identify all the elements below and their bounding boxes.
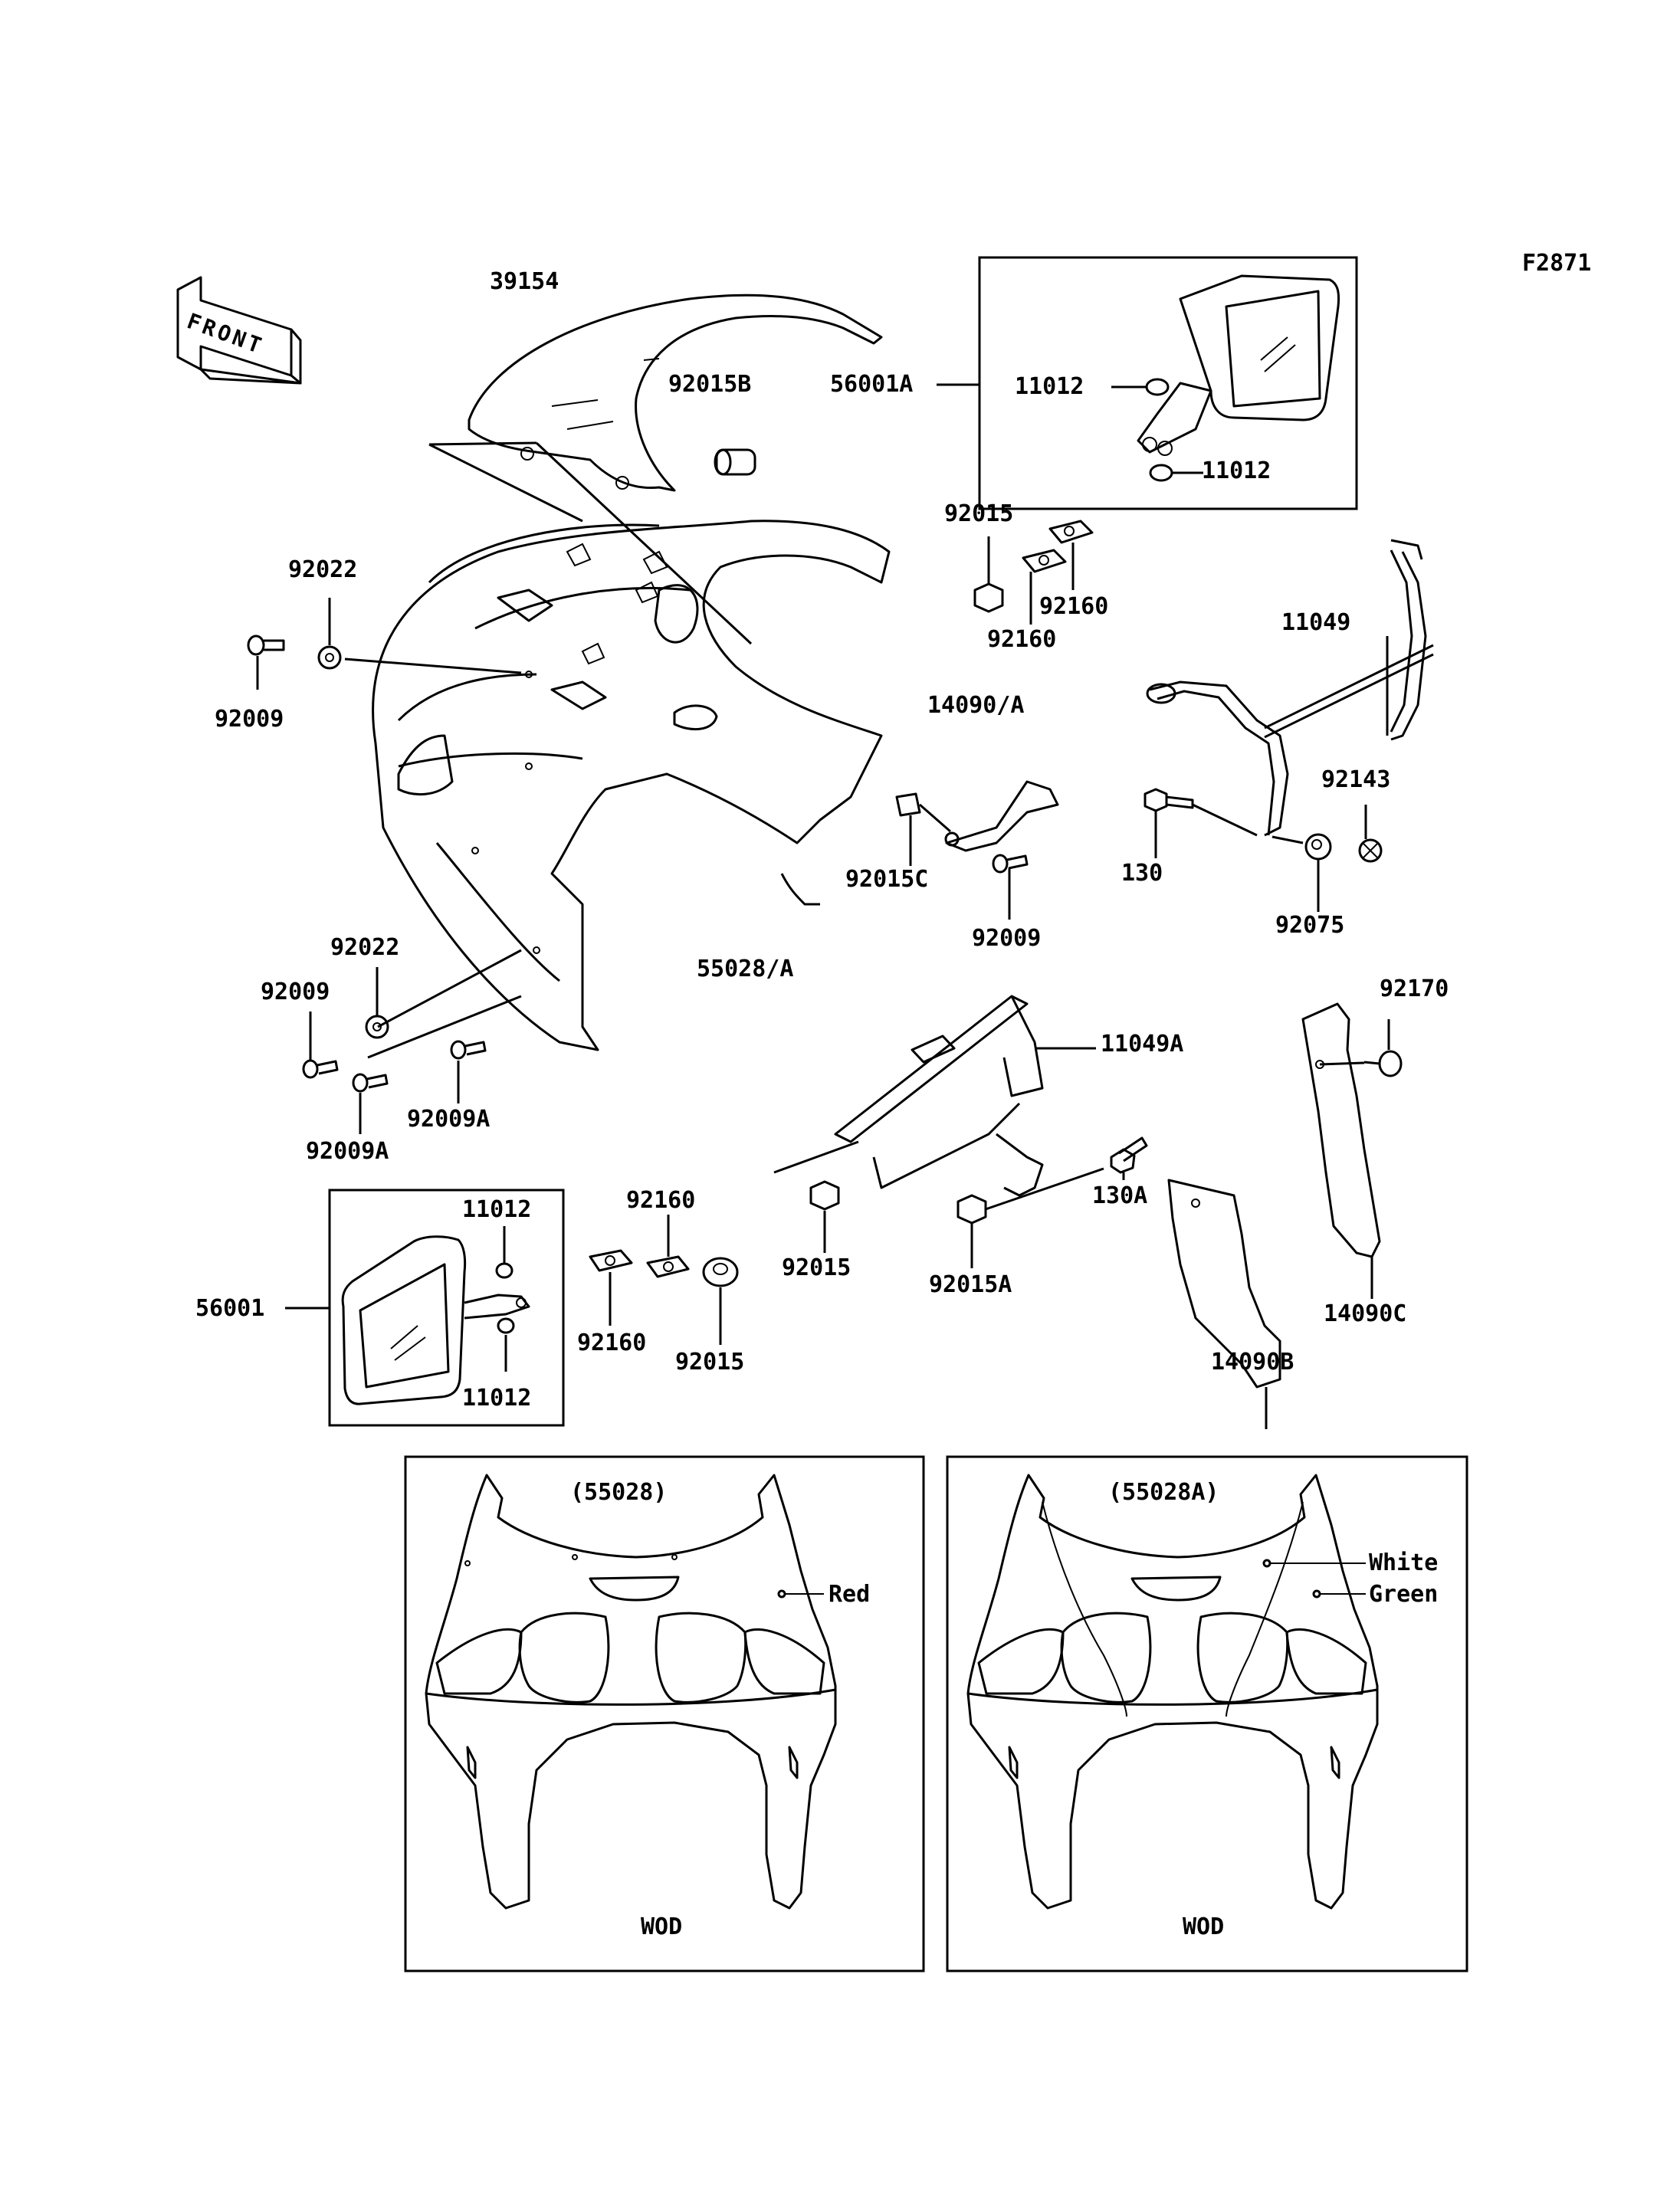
label-92015a: 92015A [929,1271,1012,1298]
bolt-130a-part [1110,1136,1148,1174]
label-56001: 56001 [195,1295,265,1322]
label-11012-lower-b: 11012 [462,1385,532,1412]
variant-55028a-footer: WOD [1183,1913,1225,1940]
variant-55028a-box [946,1455,1468,1972]
plate-92160-upper-part [1022,520,1094,573]
label-92075: 92075 [1275,912,1345,939]
grommet-92075-part [1304,833,1332,861]
label-11012-upper-b: 11012 [1202,457,1271,484]
variant-55028a-cowl-drawing [966,1474,1379,1910]
figure-code: F2871 [1522,250,1592,277]
variant-55028-cowl-drawing [425,1474,837,1910]
variant-55028-title: (55028) [570,1479,668,1506]
grommet-92015-lower-part [702,1257,739,1287]
red-color-marker [777,1589,786,1599]
label-14090c: 14090C [1324,1300,1407,1327]
label-92009a-left: 92009A [306,1138,389,1165]
front-arrow-icon [176,276,302,385]
bracket-14090a-part [895,780,1059,852]
screw-92009-upper-part [247,635,285,656]
washer-92022-upper-part [317,645,342,670]
variant-55028-footer: WOD [641,1913,683,1940]
white-color-marker [1262,1559,1271,1568]
variant-55028a-callout-green: Green [1369,1581,1439,1608]
clip-92170-part [1363,1050,1403,1077]
label-92015-lower: 92015 [675,1349,745,1376]
label-92009-lower: 92009 [261,979,330,1005]
label-92022-lower: 92022 [330,934,400,961]
mirror-56001a-part [1137,274,1340,482]
plate-92160-lower-part [589,1249,690,1278]
label-11049a: 11049A [1101,1031,1184,1058]
green-color-marker [1312,1589,1321,1599]
label-130a: 130A [1092,1182,1148,1209]
screw-92009-right-part [992,854,1029,874]
label-92170: 92170 [1380,976,1449,1002]
upper-cowl-part [372,520,891,1051]
label-92160-upper-a: 92160 [1039,593,1109,620]
label-92015b: 92015B [668,371,752,398]
stay-11049a-part [834,995,1044,1197]
variant-55028-callout-red: Red [829,1581,871,1608]
label-14090a: 14090/A [927,692,1025,719]
nut-92015-upper-part [973,582,1004,613]
label-92015-middle: 92015 [782,1254,851,1281]
screw-92009a-right-part [450,1040,487,1060]
label-92143: 92143 [1321,766,1391,793]
label-92015c: 92015C [845,866,929,893]
variant-55028-box [404,1455,925,1972]
mirror-56001-part [341,1235,530,1405]
variant-55028a-callout-white: White [1369,1549,1439,1576]
label-11049: 11049 [1281,609,1351,636]
label-92009-upper: 92009 [215,706,284,733]
label-56001a: 56001A [830,371,914,398]
bolt-130-part [1144,788,1194,812]
grommet-92015b-part [714,448,756,476]
label-92015-upper: 92015 [944,500,1014,527]
clip-92143-part [1358,838,1383,863]
label-39154: 39154 [490,268,559,295]
label-92160-lower-b: 92160 [577,1330,647,1356]
label-92160-upper-b: 92160 [987,626,1057,653]
label-11012-upper-a: 11012 [1015,373,1084,400]
variant-55028a-title: (55028A) [1108,1479,1219,1506]
label-55028a: 55028/A [697,956,794,982]
label-11012-lower-a: 11012 [462,1196,532,1223]
label-92022-upper: 92022 [288,556,358,583]
label-14090b: 14090B [1211,1349,1294,1376]
screw-92009a-left-part [352,1073,389,1093]
label-130: 130 [1121,860,1163,887]
screw-92009-lower-part [302,1059,339,1079]
label-92009a-right: 92009A [407,1106,491,1133]
mirror-56001a-box [978,256,1358,510]
label-92009-right: 92009 [972,925,1042,952]
washer-92022-lower-part [365,1015,389,1039]
panel-14090b-part [1167,1179,1281,1389]
stay-11049-part [1146,539,1434,837]
label-92160-lower-a: 92160 [626,1187,696,1214]
panel-14090c-part [1301,1002,1381,1258]
windshield-part [468,293,883,492]
nut-92015-lower-part [809,1180,840,1211]
nut-92015a-part [956,1194,987,1225]
